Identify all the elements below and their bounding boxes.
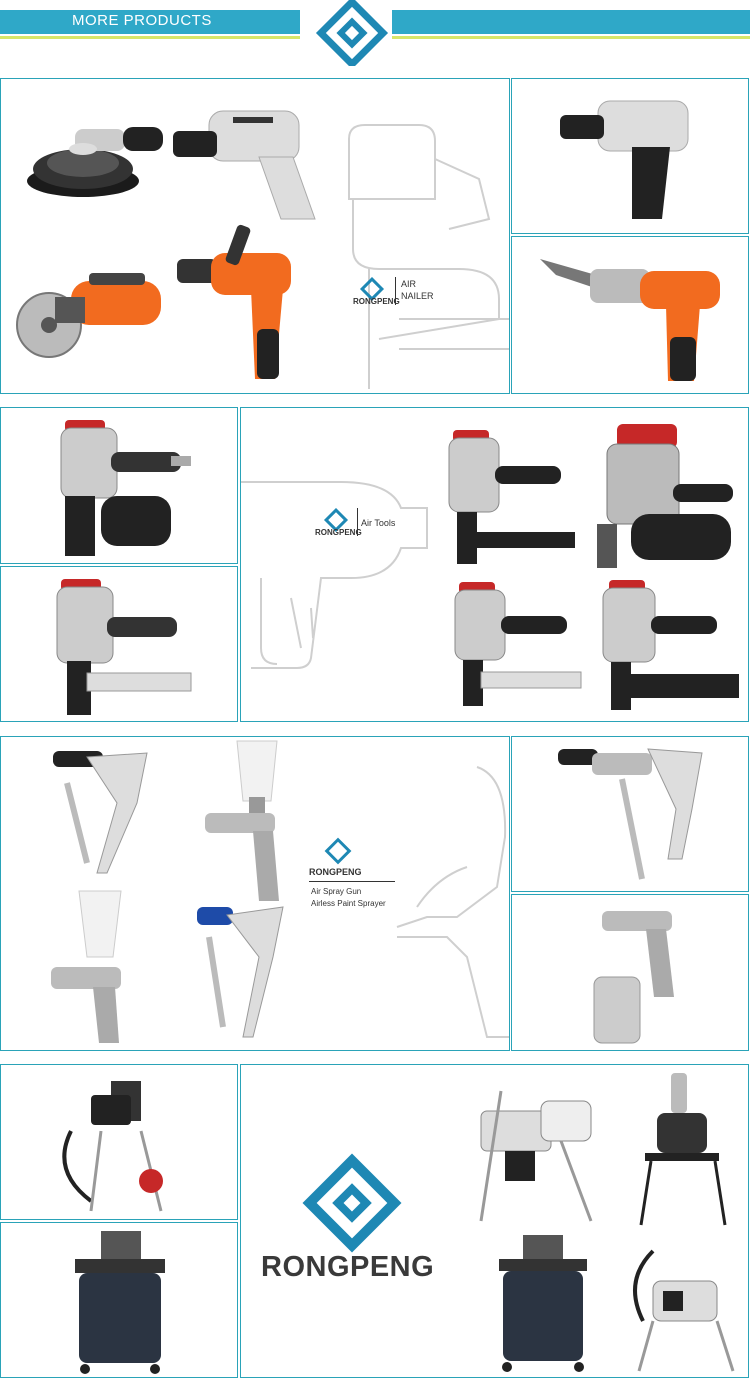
equipment-main-panel[interactable]: RONGPENG <box>240 1064 749 1378</box>
impact-wrench-icon <box>173 110 316 220</box>
spray-gun-3-panel[interactable] <box>511 736 749 892</box>
impact-wrench-small-icon <box>560 100 689 219</box>
pressure-tank-icon <box>75 1231 165 1374</box>
spray-gun-outline-icon <box>396 766 509 1038</box>
header-accent-line-right <box>392 36 750 39</box>
coil-roofing-nailer-panel[interactable] <box>0 407 238 564</box>
brand-name-small-3: RONGPENG <box>309 867 362 877</box>
cut-off-tool-icon <box>16 273 161 358</box>
caption-divider-3 <box>309 881 395 882</box>
orbital-sander-icon <box>27 127 163 197</box>
airless-pump-cart-icon <box>62 1081 163 1212</box>
header-title: MORE PRODUCTS <box>72 12 212 29</box>
pin-nailer-icon <box>602 580 739 710</box>
impact-wrench-panel[interactable] <box>511 78 749 234</box>
air-tools-caption: Air Tools <box>361 518 396 528</box>
coil-roofing-nailer-icon <box>60 420 191 556</box>
caption-divider-2 <box>357 508 358 536</box>
brand-logo-icon <box>315 0 389 66</box>
coil-framing-nailer-icon <box>597 424 733 568</box>
air-nailer-caption-line2: NAILER <box>401 291 434 301</box>
nailers-main-panel[interactable]: RONGPENG Air Tools <box>240 407 749 722</box>
airless-gun-2-icon <box>197 906 284 1038</box>
brand-logo-large-icon <box>302 1153 402 1253</box>
stapler-panel[interactable] <box>0 566 238 722</box>
pressure-tank-panel[interactable] <box>0 1222 238 1378</box>
spray-guns-main-panel[interactable]: RONGPENG Air Spray Gun Airless Paint Spr… <box>0 736 510 1051</box>
air-tools-main-panel[interactable]: RONGPENG AIR NAILER <box>0 78 510 394</box>
brand-mini-logo-icon-3 <box>324 837 352 865</box>
brad-nailer-2-icon <box>454 582 582 706</box>
gravity-spray-gun-icon <box>205 740 279 901</box>
brad-nailer-icon <box>448 430 575 564</box>
air-nailer-caption-line1: AIR <box>401 279 417 289</box>
brand-name-large: RONGPENG <box>261 1251 435 1283</box>
suction-spray-gun-panel[interactable] <box>511 894 749 1051</box>
caption-divider <box>395 277 396 305</box>
air-shear-icon <box>540 259 720 381</box>
brand-name-small: RONGPENG <box>353 297 400 306</box>
air-shear-panel[interactable] <box>511 236 749 394</box>
piston-sprayer-icon <box>633 1249 735 1372</box>
air-drill-icon <box>177 224 291 379</box>
header-banner-left <box>0 10 300 34</box>
airless-spray-gun-icon <box>53 751 148 874</box>
header-accent-line-left <box>0 36 300 39</box>
hvlp-spray-gun-icon <box>51 890 122 1043</box>
spray-gun-3-icon <box>558 748 703 880</box>
spray-caption-line1: Air Spray Gun <box>311 887 362 896</box>
brand-name-small-2: RONGPENG <box>315 528 362 537</box>
diaphragm-pump-icon <box>639 1073 727 1226</box>
header-banner-right <box>392 10 750 34</box>
spray-caption-line2: Airless Paint Sprayer <box>311 899 386 908</box>
suction-spray-gun-icon <box>593 911 674 1044</box>
brand-mini-logo-icon <box>359 277 385 301</box>
brand-mini-logo-icon-2 <box>323 508 349 532</box>
air-nailer-outline-icon <box>348 124 509 389</box>
air-tools-outline-icon <box>241 481 428 669</box>
pressure-tank-2-icon <box>499 1235 587 1372</box>
airless-pump-cart-panel[interactable] <box>0 1064 238 1220</box>
airless-sprayer-cart-icon <box>479 1090 593 1222</box>
stapler-icon <box>56 579 192 715</box>
